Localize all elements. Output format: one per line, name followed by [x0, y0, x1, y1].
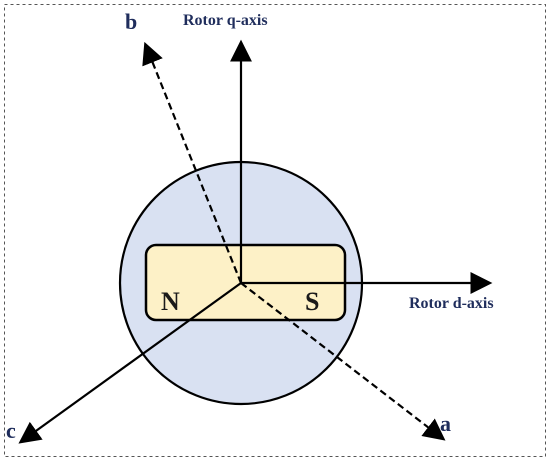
rotor-d-axis-label: Rotor d-axis: [409, 295, 494, 312]
rotor-q-axis-label: Rotor q-axis: [183, 12, 268, 29]
south-pole-label: S: [305, 287, 319, 316]
phase-c-axis-arrow: [18, 282, 242, 444]
phase-a-axis-arrow: [240, 282, 446, 441]
phase-c-label: c: [6, 418, 16, 443]
figure-frame: [4, 4, 546, 457]
phase-a-label: a: [440, 411, 451, 436]
phase-b-label: b: [125, 9, 137, 34]
phase-b-axis-arrow: [142, 41, 243, 284]
north-pole-label: N: [161, 287, 180, 316]
